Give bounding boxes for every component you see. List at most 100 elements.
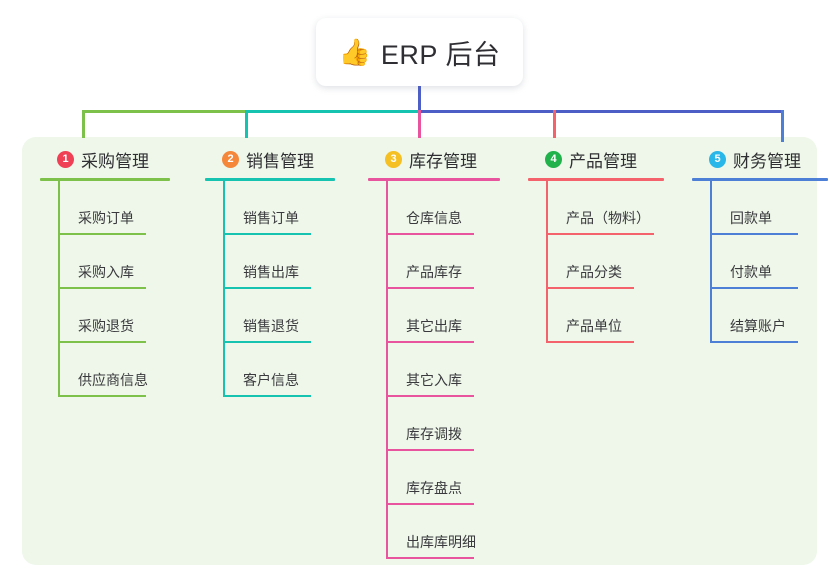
leaf-underline: [223, 395, 311, 397]
drop-to-finance: [781, 110, 784, 142]
leaf-node[interactable]: 产品（物料）: [546, 181, 664, 235]
leaf-underline: [223, 233, 311, 235]
leaf-underline: [386, 395, 474, 397]
branch-column-sales: 2 销售管理销售订单销售出库销售退货客户信息: [205, 146, 335, 397]
drop-to-purchase: [82, 110, 85, 138]
leaf-label: 客户信息: [243, 372, 299, 388]
leaf-underline: [546, 287, 634, 289]
leaf-label: 产品单位: [566, 318, 622, 334]
leaf-underline: [546, 233, 654, 235]
branch-column-product: 4 产品管理产品（物料） 产品分类产品单位: [528, 146, 664, 343]
leaf-underline: [386, 557, 474, 559]
leaf-label: 出库库明细: [406, 534, 476, 550]
leaf-node[interactable]: 客户信息: [223, 343, 335, 397]
leaf-node[interactable]: 其它入库: [386, 343, 500, 397]
branch-title: 销售管理: [246, 151, 314, 171]
leaf-underline: [710, 287, 798, 289]
leaf-label: 销售出库: [243, 264, 299, 280]
drop-to-inventory: [418, 110, 421, 138]
branch-spine: [58, 181, 60, 397]
leaf-node[interactable]: 销售退货: [223, 289, 335, 343]
bus-segment-blue: [418, 110, 783, 113]
leaf-underline: [386, 449, 474, 451]
bus-segment-green: [82, 110, 247, 113]
leaf-label: 产品（物料）: [566, 210, 650, 226]
branch-spine: [710, 181, 712, 343]
leaf-node[interactable]: 仓库信息: [386, 181, 500, 235]
branch-header-finance[interactable]: 5 财务管理: [692, 146, 828, 172]
branch-underline: [368, 178, 500, 181]
branch-underline: [692, 178, 828, 181]
leaf-node[interactable]: 出库库明细: [386, 505, 500, 559]
leaf-label: 销售订单: [243, 210, 299, 226]
leaf-underline: [546, 341, 634, 343]
leaf-label: 库存盘点: [406, 480, 462, 496]
branch-number-badge: 2: [222, 150, 239, 168]
branch-number-badge: 5: [709, 150, 726, 168]
leaf-label: 库存调拨: [406, 426, 462, 442]
leaf-label: 采购入库: [78, 264, 134, 280]
leaf-label: 产品库存: [406, 264, 462, 280]
leaf-node[interactable]: 采购订单: [58, 181, 170, 235]
leaf-label: 产品分类: [566, 264, 622, 280]
branch-underline: [528, 178, 664, 181]
leaf-label: 其它入库: [406, 372, 462, 388]
leaf-node[interactable]: 采购入库: [58, 235, 170, 289]
leaf-underline: [58, 395, 146, 397]
root-node[interactable]: 👍 ERP 后台: [316, 18, 523, 86]
drop-to-sales: [245, 110, 248, 138]
branch-column-finance: 5 财务管理回款单付款单结算账户: [692, 146, 828, 343]
leaf-node[interactable]: 库存调拨: [386, 397, 500, 451]
leaf-node[interactable]: 库存盘点: [386, 451, 500, 505]
branch-children-inventory: 仓库信息产品库存其它出库其它入库库存调拨库存盘点出库库明细: [386, 181, 500, 559]
leaf-node[interactable]: 供应商信息: [58, 343, 170, 397]
leaf-node[interactable]: 回款单: [710, 181, 828, 235]
bus-segment-teal: [245, 110, 420, 113]
branch-spine: [546, 181, 548, 343]
branches-background-panel: [22, 137, 817, 565]
leaf-label: 供应商信息: [78, 372, 148, 388]
drop-to-product: [553, 110, 556, 138]
root-node-title: ERP 后台: [380, 39, 501, 70]
leaf-underline: [386, 233, 474, 235]
leaf-underline: [58, 233, 146, 235]
leaf-label: 结算账户: [730, 318, 786, 334]
branch-number-badge: 4: [545, 150, 562, 168]
branch-title: 财务管理: [733, 151, 801, 171]
branch-spine: [386, 181, 388, 559]
branch-children-sales: 销售订单销售出库销售退货客户信息: [223, 181, 335, 397]
branch-children-finance: 回款单付款单结算账户: [710, 181, 828, 343]
leaf-underline: [386, 341, 474, 343]
leaf-node[interactable]: 产品分类: [546, 235, 664, 289]
leaf-underline: [223, 287, 311, 289]
leaf-underline: [223, 341, 311, 343]
branch-children-product: 产品（物料） 产品分类产品单位: [546, 181, 664, 343]
leaf-node[interactable]: 销售订单: [223, 181, 335, 235]
leaf-node[interactable]: 采购退货: [58, 289, 170, 343]
leaf-node[interactable]: 产品库存: [386, 235, 500, 289]
branch-spine: [223, 181, 225, 397]
root-stem-line: [418, 86, 421, 112]
thumbs-up-icon: 👍: [338, 37, 371, 67]
leaf-node[interactable]: 其它出库: [386, 289, 500, 343]
leaf-underline: [386, 287, 474, 289]
leaf-underline: [58, 287, 146, 289]
leaf-node[interactable]: 产品单位: [546, 289, 664, 343]
leaf-node[interactable]: 付款单: [710, 235, 828, 289]
branch-underline: [205, 178, 335, 181]
leaf-label: 采购订单: [78, 210, 134, 226]
leaf-node[interactable]: 销售出库: [223, 235, 335, 289]
branch-header-product[interactable]: 4 产品管理: [528, 146, 664, 172]
branch-title: 产品管理: [569, 151, 637, 171]
branch-header-sales[interactable]: 2 销售管理: [205, 146, 335, 172]
leaf-label: 销售退货: [243, 318, 299, 334]
branch-title: 库存管理: [409, 151, 477, 171]
leaf-label: 其它出库: [406, 318, 462, 334]
branch-children-purchase: 采购订单采购入库采购退货供应商信息: [58, 181, 170, 397]
leaf-node[interactable]: 结算账户: [710, 289, 828, 343]
